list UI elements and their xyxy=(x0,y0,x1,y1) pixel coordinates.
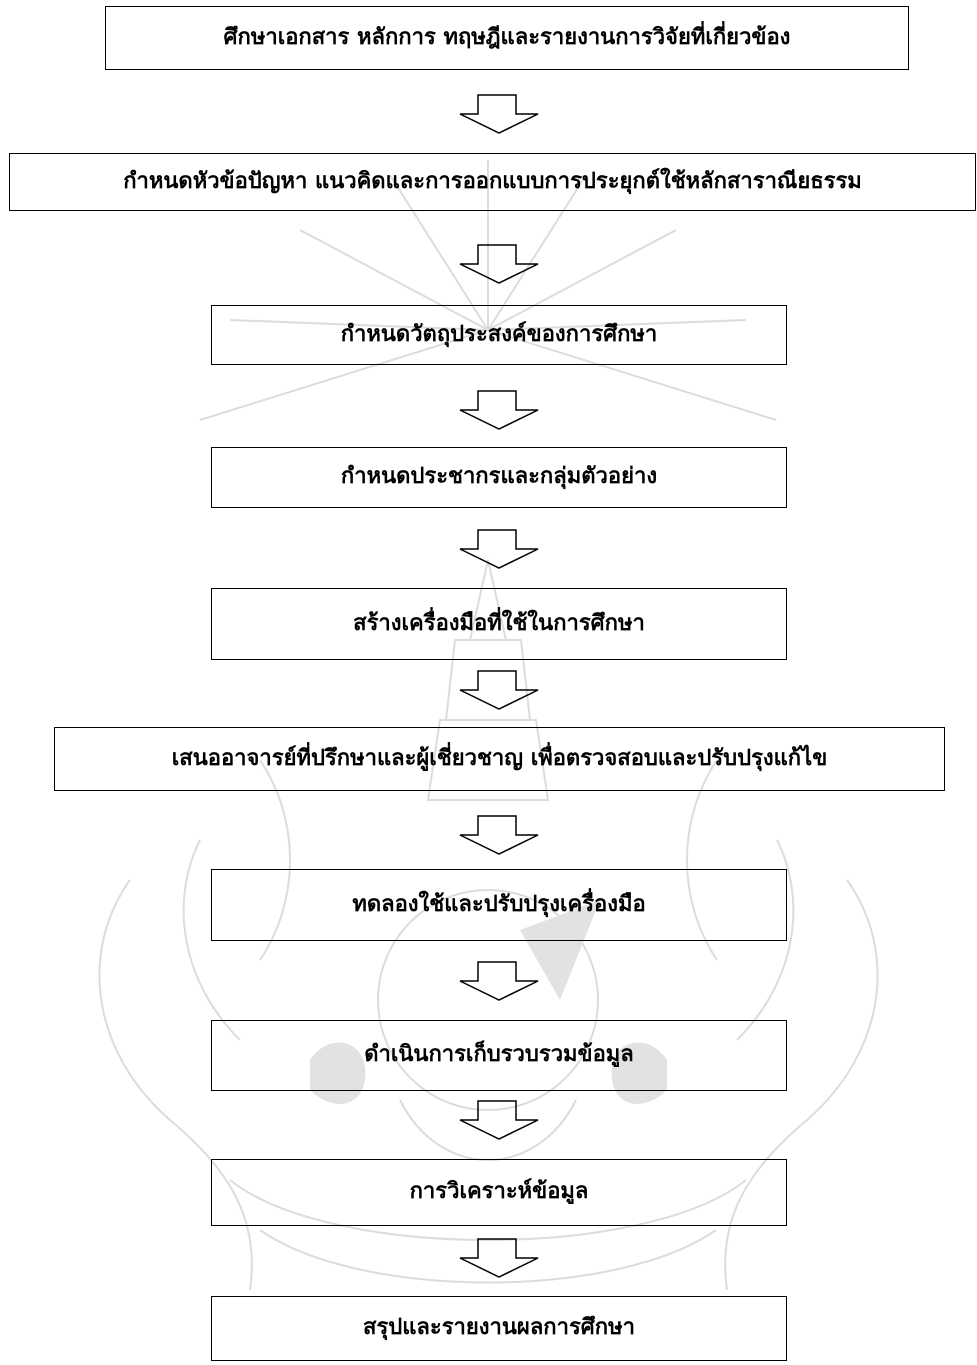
down-arrow-icon xyxy=(458,529,540,569)
down-arrow-icon xyxy=(458,815,540,855)
down-arrow-icon xyxy=(458,390,540,430)
flowchart-step-7: ทดลองใช้และปรับปรุงเครื่องมือ xyxy=(211,869,787,941)
down-arrow-icon xyxy=(458,94,540,134)
flowchart-step-2: กำหนดหัวข้อปัญหา แนวคิดและการออกแบบการปร… xyxy=(9,153,976,211)
flowchart-step-6: เสนออาจารย์ที่ปรึกษาและผู้เชี่ยวชาญ เพื่… xyxy=(54,727,945,791)
flowchart-step-4: กำหนดประชากรและกลุ่มตัวอย่าง xyxy=(211,447,787,508)
down-arrow-icon xyxy=(458,961,540,1001)
flowchart-step-10: สรุปและรายงานผลการศึกษา xyxy=(211,1296,787,1361)
flowchart-step-3: กำหนดวัตถุประสงค์ของการศึกษา xyxy=(211,305,787,365)
flowchart-step-9: การวิเคราะห์ข้อมูล xyxy=(211,1159,787,1226)
down-arrow-icon xyxy=(458,244,540,284)
flowchart-step-8: ดำเนินการเก็บรวบรวมข้อมูล xyxy=(211,1020,787,1091)
flowchart-step-1: ศึกษาเอกสาร หลักการ ทฤษฎีและรายงานการวิจ… xyxy=(105,6,909,70)
down-arrow-icon xyxy=(458,670,540,710)
flowchart-step-5: สร้างเครื่องมือที่ใช้ในการศึกษา xyxy=(211,588,787,660)
down-arrow-icon xyxy=(458,1238,540,1278)
down-arrow-icon xyxy=(458,1100,540,1140)
